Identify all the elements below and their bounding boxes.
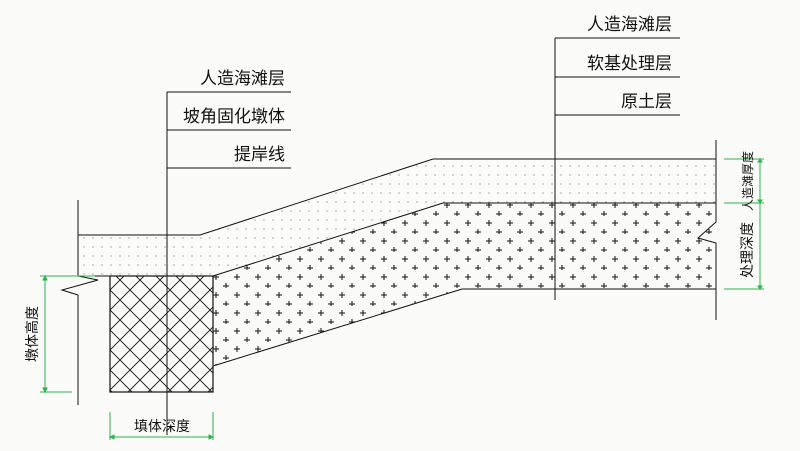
left-label-beach: 人造海滩层 xyxy=(200,69,285,89)
left-break-line xyxy=(60,200,99,405)
treatment-depth-label: 处理深度 xyxy=(740,222,756,278)
left-label-block: 坡角固化墩体 xyxy=(183,107,285,127)
beach-thickness-label: 人造滩厚度 xyxy=(740,151,755,211)
right-label-beach: 人造海滩层 xyxy=(587,15,672,35)
block-height-dimension xyxy=(40,274,95,394)
right-label-native: 原土层 xyxy=(621,92,672,112)
right-break-line xyxy=(696,140,717,320)
treated-bottom-line xyxy=(212,288,716,367)
fill-depth-label: 填体深度 xyxy=(134,419,190,435)
right-thickness-dimension xyxy=(724,158,764,290)
block-height-label: 墩体高度 xyxy=(24,306,41,362)
right-label-treated: 软基处理层 xyxy=(587,54,672,74)
fill-depth-dimension xyxy=(108,412,215,440)
beach-top-line xyxy=(78,158,716,236)
left-label-bank: 提岸线 xyxy=(234,145,285,165)
soft-foundation-layer xyxy=(213,203,716,366)
toe-solidified-block xyxy=(109,275,214,393)
